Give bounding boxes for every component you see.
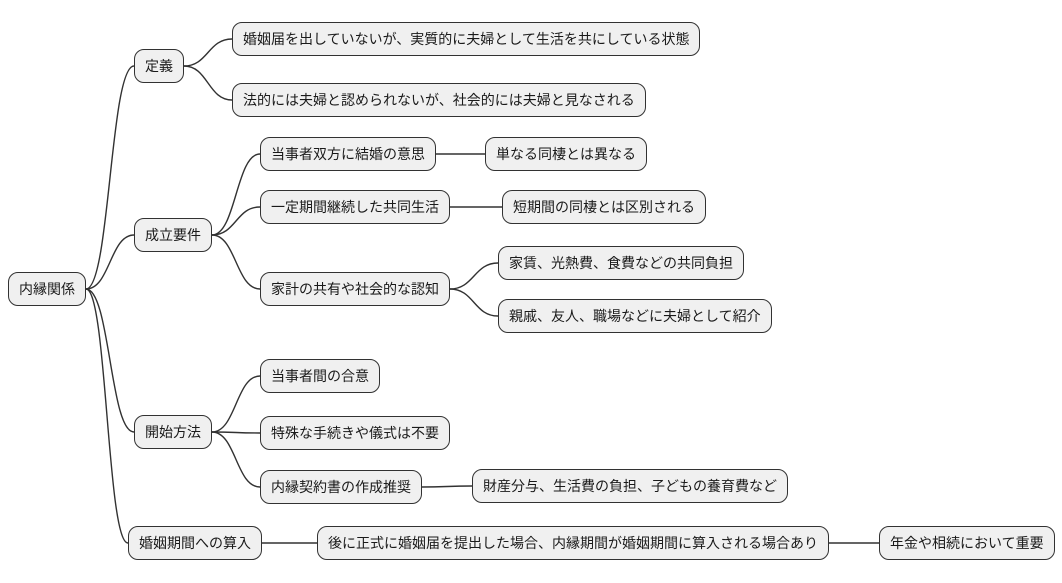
mindmap-edge: [449, 262, 499, 290]
mindmap-edge: [211, 206, 261, 236]
mindmap-edge: [85, 288, 135, 433]
node-start-method[interactable]: 開始方法: [134, 415, 212, 449]
node-requirement-intent[interactable]: 当事者双方に結婚の意思: [260, 137, 436, 171]
mindmap-edge: [211, 234, 261, 290]
node-contract-contents[interactable]: 財産分与、生活費の負担、子どもの養育費など: [472, 469, 788, 503]
mindmap-edge: [85, 288, 129, 544]
node-marriage-period-detail[interactable]: 後に正式に婚姻届を提出した場合、内縁期間が婚姻期間に算入される場合あり: [317, 526, 829, 560]
mindmap-edge: [85, 65, 135, 290]
node-requirements[interactable]: 成立要件: [134, 218, 212, 252]
mindmap-edge: [183, 38, 233, 67]
node-no-formalities[interactable]: 特殊な手続きや儀式は不要: [260, 416, 450, 450]
node-requirement-intent-note[interactable]: 単なる同棲とは異なる: [485, 137, 647, 171]
mindmap-edge: [85, 234, 135, 290]
node-requirement-cohabitation[interactable]: 一定期間継続した共同生活: [260, 190, 450, 224]
node-social-introduction[interactable]: 親戚、友人、職場などに夫婦として紹介: [498, 299, 772, 333]
node-requirement-recognition[interactable]: 家計の共有や社会的な認知: [260, 272, 450, 306]
node-definition-detail-2[interactable]: 法的には夫婦と認められないが、社会的には夫婦と見なされる: [232, 83, 646, 117]
mindmap-edge: [183, 65, 233, 101]
node-contract-recommended[interactable]: 内縁契約書の作成推奨: [260, 470, 422, 504]
mindmap-edge: [211, 375, 261, 433]
node-root[interactable]: 内縁関係: [8, 272, 86, 306]
mindmap-edge: [449, 288, 499, 317]
node-pension-inheritance[interactable]: 年金や相続において重要: [879, 526, 1055, 560]
node-shared-expenses[interactable]: 家賃、光熱費、食費などの共同負担: [498, 246, 744, 280]
node-definition[interactable]: 定義: [134, 49, 184, 83]
mindmap-edge: [211, 153, 261, 236]
node-definition-detail-1[interactable]: 婚姻届を出していないが、実質的に夫婦として生活を共にしている状態: [232, 22, 701, 56]
node-mutual-agreement[interactable]: 当事者間の合意: [260, 359, 380, 393]
node-requirement-cohabitation-note[interactable]: 短期間の同棲とは区別される: [502, 190, 706, 224]
mindmap-edge: [211, 431, 261, 434]
mindmap-edge: [421, 485, 473, 488]
mindmap-edge: [211, 431, 261, 488]
node-marriage-period[interactable]: 婚姻期間への算入: [128, 526, 262, 560]
